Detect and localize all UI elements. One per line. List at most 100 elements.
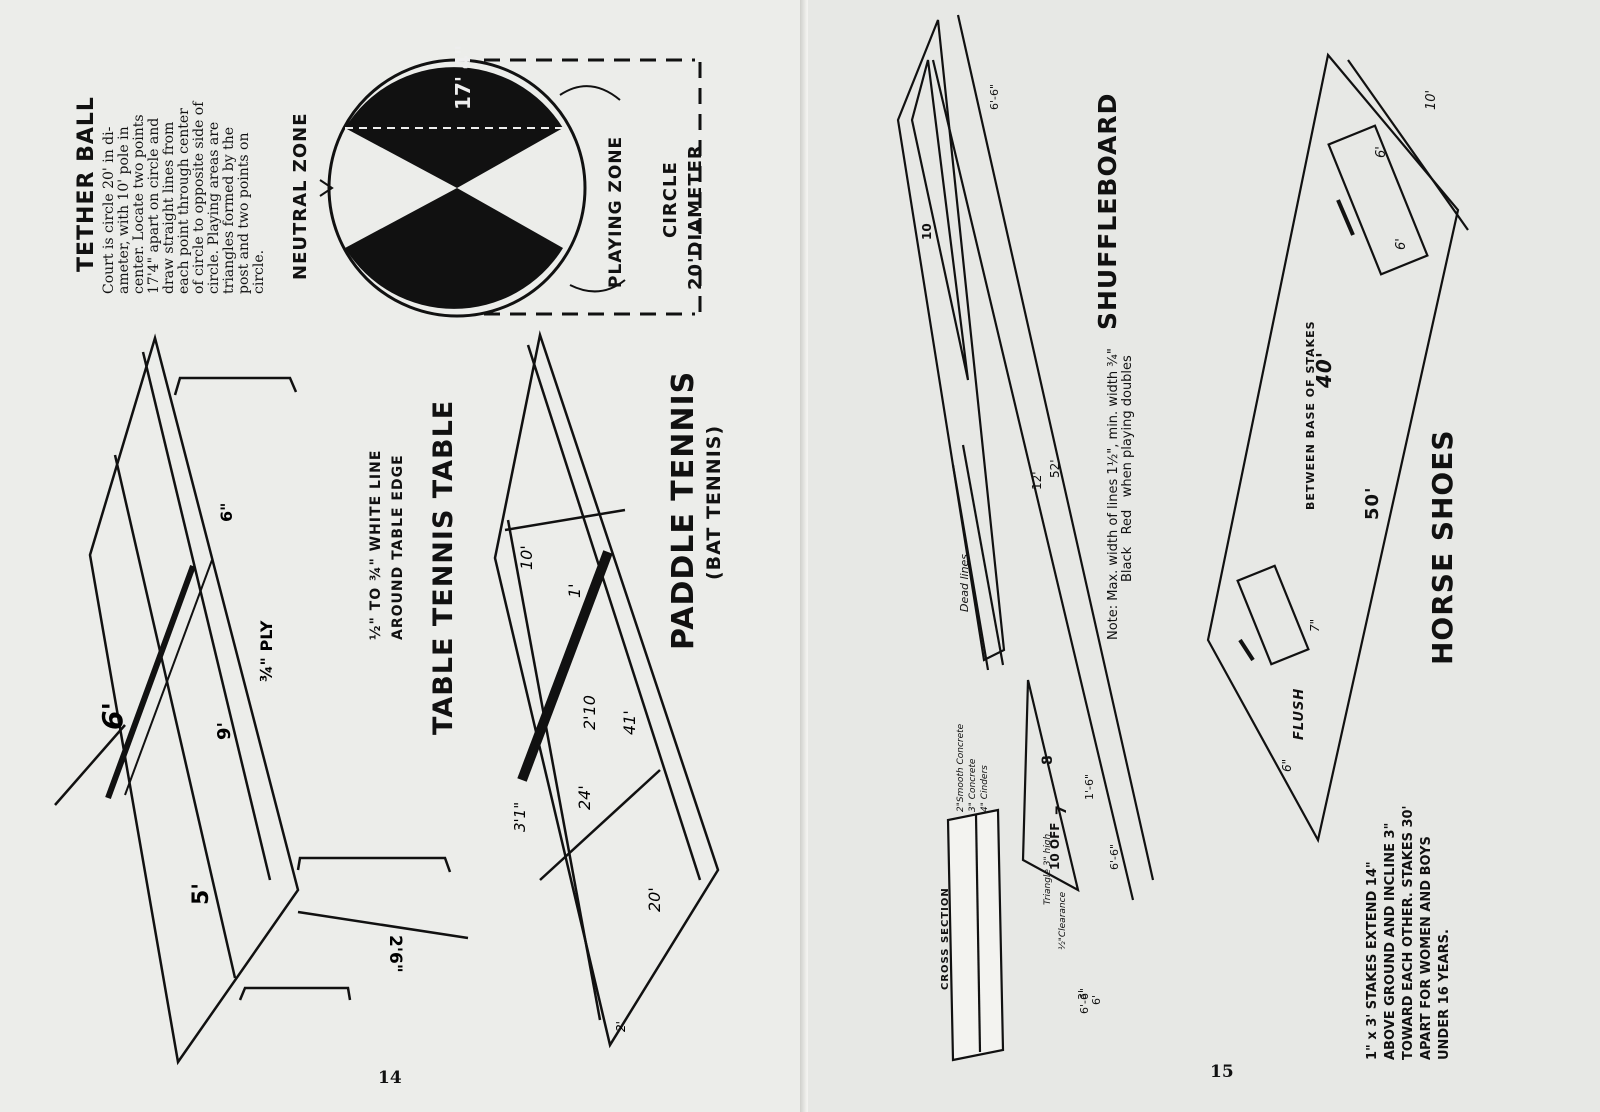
dim-6-6-top: 6'-6" xyxy=(988,83,1001,110)
dim-3-1: 3'1" xyxy=(511,802,529,832)
flush-label: FLUSH xyxy=(1292,687,1307,740)
note-line: APART FOR WOMEN AND BOYS xyxy=(1419,836,1434,1060)
dim-1-6: 1'-6" xyxy=(1083,773,1096,800)
dim-ply: ¾" PLY xyxy=(257,620,276,682)
table-net xyxy=(105,564,196,800)
layer-2: 3" Concrete xyxy=(968,758,978,812)
dim-1: 1' xyxy=(565,583,584,598)
stake-near xyxy=(1238,638,1255,662)
dim-6-a: 6' xyxy=(1374,146,1389,158)
score-10: 10 xyxy=(920,223,934,240)
dim-6-6-lower: 6'-6" xyxy=(1078,987,1091,1014)
cross-section-divide xyxy=(974,814,982,1053)
shuffleboard-diagram xyxy=(896,14,1155,1062)
shuffleboard-note: Note: Max. width of lines 1½", min. widt… xyxy=(1106,348,1121,640)
dead-line xyxy=(951,464,990,671)
dim-6-b: 6' xyxy=(1394,238,1409,250)
table-top xyxy=(88,333,300,1066)
layer-1: 2"Smooth Concrete xyxy=(956,723,966,812)
leg-3 xyxy=(238,986,352,1001)
dim-2: 2' xyxy=(614,1021,628,1032)
dim-50: 50' xyxy=(1362,486,1383,520)
playing-arrow-top xyxy=(559,85,621,101)
stake-far xyxy=(1336,199,1355,236)
table-edge-line xyxy=(141,351,272,881)
dead-line-2 xyxy=(961,444,1005,666)
shuffleboard-legend: Black Red when playing doubles xyxy=(1120,355,1135,582)
dim-10: 10' xyxy=(517,545,536,570)
dim-52: 52' xyxy=(1048,459,1062,478)
court-line-2 xyxy=(506,519,602,1021)
horse-shoes-diagram xyxy=(1206,52,1469,844)
tether-circle xyxy=(327,58,587,318)
horse-shoes-note: 1" x 3' STAKES EXTEND 14" ABOVE GROUND A… xyxy=(1364,805,1454,1060)
legend-doubles: when playing doubles xyxy=(1120,355,1135,498)
between-stakes-label: BETWEEN BASE OF STAKES xyxy=(1304,320,1317,510)
leg-1 xyxy=(173,376,298,396)
cross-section-block xyxy=(946,808,1005,1062)
table-center-line xyxy=(113,454,237,979)
note-line: UNDER 16 YEARS. xyxy=(1437,929,1452,1060)
score-off: 10 OFF xyxy=(1048,822,1062,870)
horseshoe-court xyxy=(1206,52,1460,844)
score-7: 7 xyxy=(1054,805,1070,815)
shuffleboard-side-1 xyxy=(956,14,1155,881)
right-page-diagrams xyxy=(896,14,1469,1062)
dim-2-10: 2'10 xyxy=(580,695,599,730)
page-right: SHUFFLEBOARD Note: Max. width of lines 1… xyxy=(808,0,1600,1112)
page-left: TETHER BALL Court is circle 20' in di- a… xyxy=(0,0,808,1112)
dim-12: 12' xyxy=(1030,471,1044,490)
note-line: TOWARD EACH OTHER. STAKES 30' xyxy=(1401,805,1416,1060)
table-tennis-diagram xyxy=(54,333,469,1066)
dim-41: 41' xyxy=(620,710,639,735)
diameter-dashes xyxy=(484,58,702,316)
paddle-tennis-diagram xyxy=(493,330,720,1049)
legend-black: Black xyxy=(1120,546,1135,582)
pitch-box-near xyxy=(1236,564,1310,666)
shuffleboard-side-2 xyxy=(931,59,1135,901)
dim-length: 9' xyxy=(214,722,235,740)
dim-6-6-bottom: 6'-6" xyxy=(1108,843,1121,870)
paddle-tennis-title: PADDLE TENNIS xyxy=(666,370,701,650)
paddle-net xyxy=(517,550,613,782)
page-number-left: 14 xyxy=(378,1068,402,1088)
dim-height: 2'6" xyxy=(385,935,405,973)
net-dim-line xyxy=(54,724,126,806)
dim-6: 6' xyxy=(1090,994,1103,1005)
dim-24: 24' xyxy=(575,785,594,810)
dim-7: 7" xyxy=(1308,618,1322,632)
score-8: 8 xyxy=(1040,755,1056,765)
chord-label: 17' 4" xyxy=(451,45,475,110)
dead-lines-label: Dead lines xyxy=(958,553,971,612)
table-net-top xyxy=(124,559,213,796)
dim-10: 10' xyxy=(1424,89,1439,110)
score-triangle-top xyxy=(910,59,970,381)
playing-area-bottom xyxy=(345,188,563,309)
dim-net-height: 6" xyxy=(217,503,236,522)
shuffleboard-title: SHUFFLEBOARD xyxy=(1093,92,1122,330)
neutral-arrow xyxy=(319,179,334,197)
height-dim-line xyxy=(297,910,469,940)
paddle-tennis-subtitle: (BAT TENNIS) xyxy=(703,424,725,580)
court-outline xyxy=(493,330,720,1049)
pitch-box-far xyxy=(1327,124,1429,276)
note-line: ABOVE GROUND AND INCLINE 3" xyxy=(1383,822,1398,1060)
dim-width: 5' xyxy=(189,883,214,905)
dim-6in: 6" xyxy=(1280,758,1294,772)
court-service-line xyxy=(504,508,626,532)
shuffleboard-court xyxy=(896,19,1006,662)
playing-arrow-bottom xyxy=(569,279,626,293)
clearance-note: ½"Clearance xyxy=(1058,891,1068,950)
horseshoe-end-line xyxy=(1347,59,1469,231)
court-line-1 xyxy=(526,344,702,881)
table-edge-note: ½" TO ¾" WHITE LINE AROUND TABLE EDGE xyxy=(365,450,409,640)
court-base-line xyxy=(539,769,661,881)
horse-shoes-title: HORSE SHOES xyxy=(1426,429,1459,665)
leg-2 xyxy=(296,856,452,873)
layer-3: 4" Cinders xyxy=(980,765,990,812)
edge-note-line: AROUND TABLE EDGE xyxy=(390,454,406,640)
score-triangle-bottom xyxy=(1021,679,1080,893)
note-line: 1" x 3' STAKES EXTEND 14" xyxy=(1365,861,1380,1060)
page-number-right: 15 xyxy=(1210,1062,1234,1082)
